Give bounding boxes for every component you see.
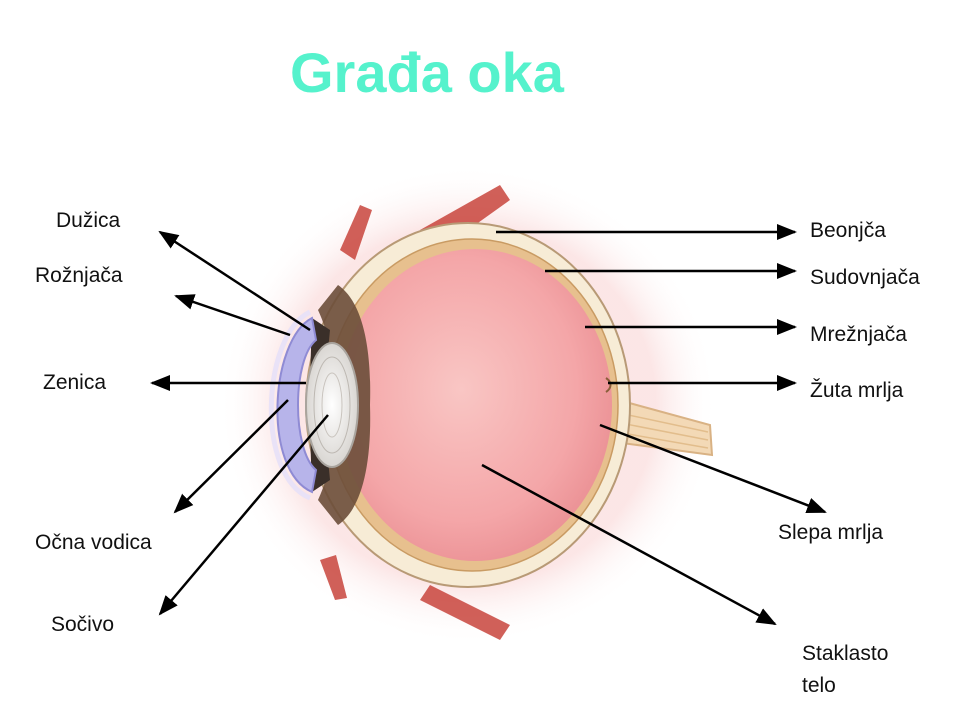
lower-muscle-left [320, 555, 347, 600]
label-mreznjaca: Mrežnjača [810, 323, 907, 346]
label-duzica: Dužica [56, 209, 121, 232]
lens [305, 342, 359, 468]
label-sudovnjaca: Sudovnjača [810, 266, 920, 289]
label-socivo: Sočivo [51, 613, 115, 636]
label-staklasto-telo-line1: Staklasto [802, 642, 889, 665]
fovea [605, 377, 612, 393]
arrow-roznjaca [174, 294, 291, 337]
label-slepa-mrlja: Slepa mrlja [778, 521, 884, 544]
label-ocna-vodica: Očna vodica [35, 531, 152, 554]
arrow-duzica [158, 230, 311, 332]
label-zenica: Zenica [43, 371, 107, 394]
label-beonjca: Beonjča [810, 219, 886, 242]
label-staklasto-telo-line2: telo [802, 674, 836, 697]
vitreous-body [338, 249, 612, 561]
arrow-slepa-mrlja [599, 423, 827, 514]
arrow-staklasto-telo [481, 463, 777, 626]
label-zuta-mrlja: Žuta mrlja [810, 379, 904, 402]
page-title: Građa oka [290, 41, 564, 104]
arrow-ocna-vodica [173, 399, 289, 514]
cornea-outer [268, 309, 312, 501]
label-roznjaca: Rožnjača [35, 264, 123, 287]
cornea [276, 316, 318, 494]
upper-muscle-left [340, 205, 372, 260]
arrow-socivo [158, 414, 329, 616]
lower-muscle [420, 585, 510, 640]
